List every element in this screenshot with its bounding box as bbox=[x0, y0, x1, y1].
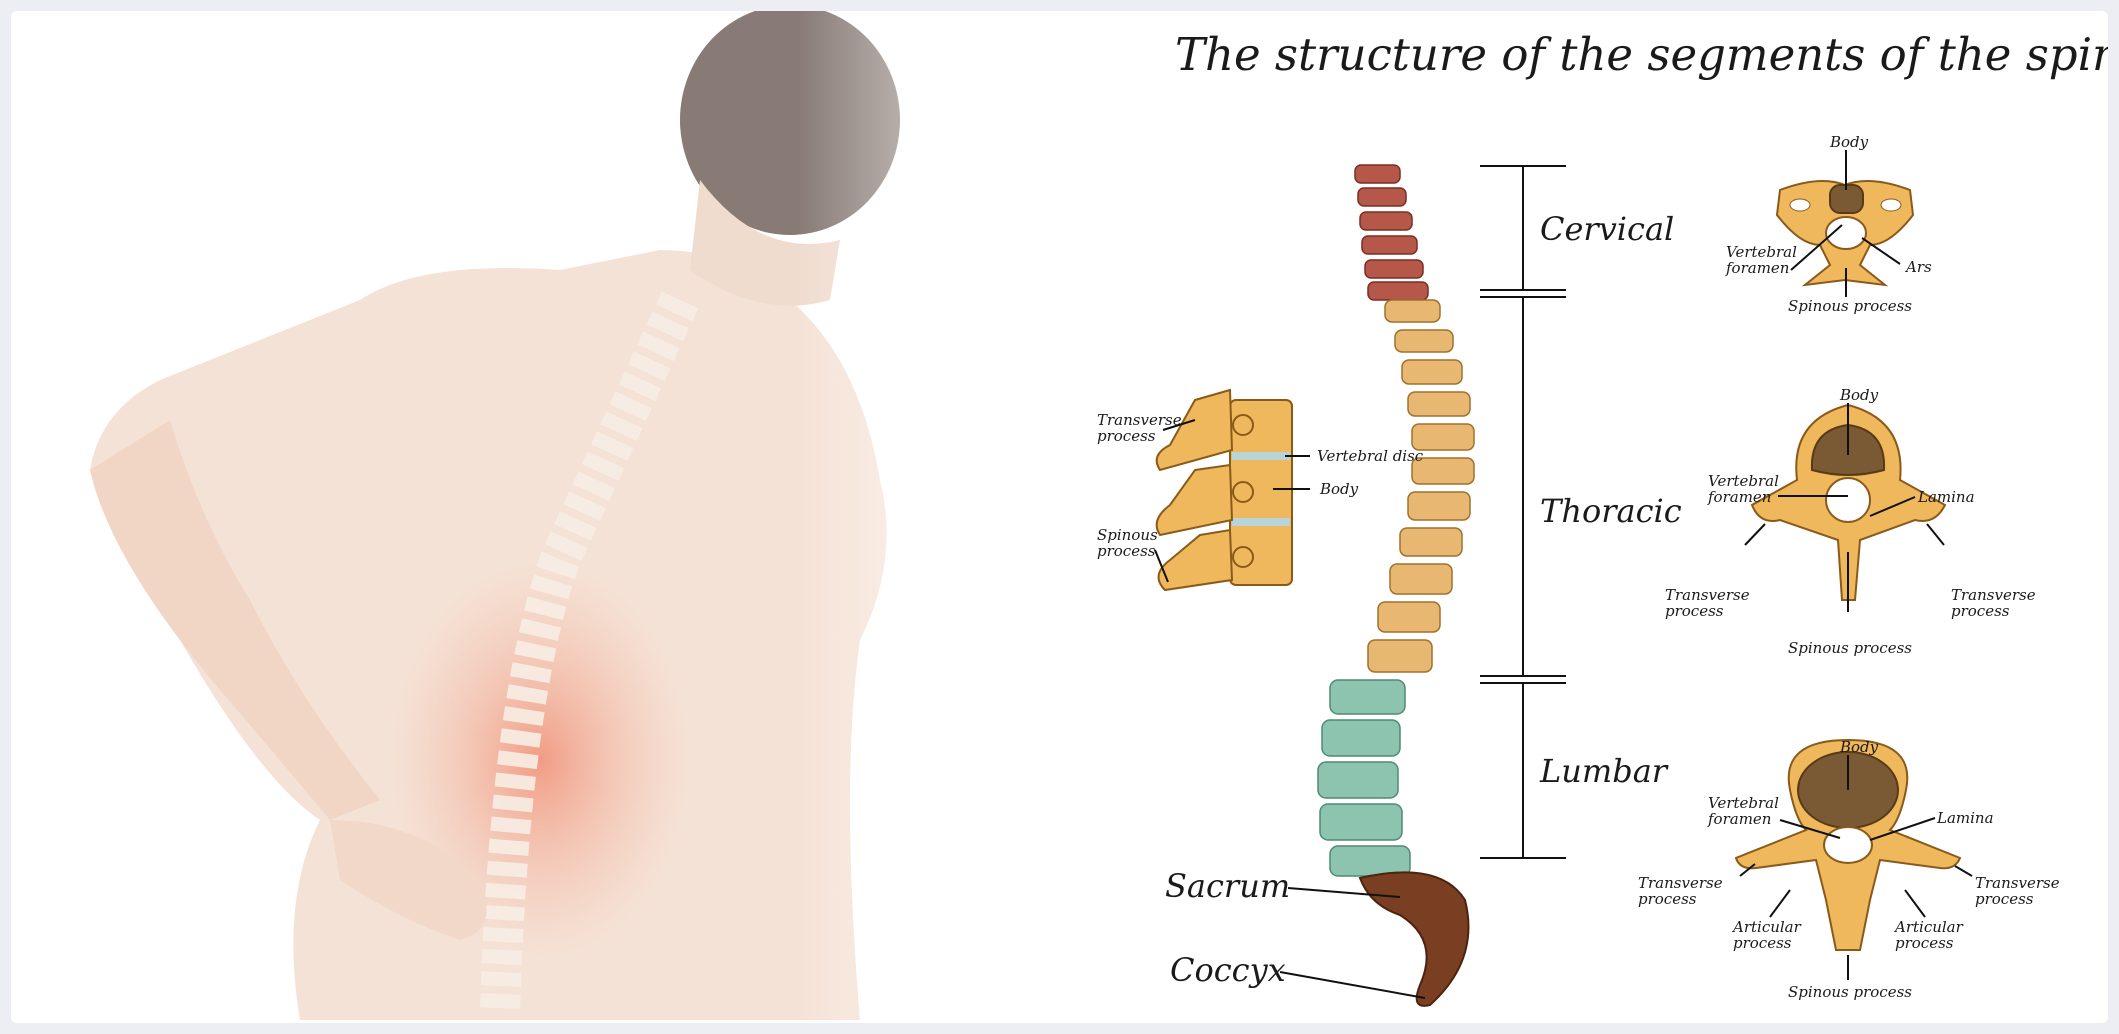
side-spinous-label-1: Spinous bbox=[1097, 526, 1158, 544]
cervical-foramen-label-1: Vertebral bbox=[1726, 243, 1797, 261]
cervical-vertebra-diagram bbox=[1775, 150, 1915, 297]
woman-back-illustration bbox=[11, 11, 1061, 1023]
sacrum-coccyx bbox=[1358, 871, 1470, 1007]
label-coccyx: Coccyx bbox=[1170, 951, 1286, 989]
lumbar-foramen-label-1: Vertebral bbox=[1708, 794, 1779, 812]
thoracic-lamina-label: Lamina bbox=[1917, 488, 1975, 506]
side-view-vertebrae bbox=[1154, 388, 1310, 592]
diagram-frame: The structure of the segments of the spi… bbox=[11, 11, 2108, 1023]
label-lumbar: Lumbar bbox=[1539, 752, 1669, 790]
lumbar-lamina-label: Lamina bbox=[1936, 809, 1994, 827]
spine-column bbox=[1317, 164, 1475, 1007]
thoracic-body-label: Body bbox=[1839, 386, 1879, 404]
cervical-vertebrae bbox=[1354, 164, 1429, 301]
label-cervical: Cervical bbox=[1540, 210, 1674, 248]
cervical-ars-label: Ars bbox=[1904, 258, 1932, 276]
spine-diagram: The structure of the segments of the spi… bbox=[11, 11, 2108, 1023]
lumbar-body-label: Body bbox=[1839, 738, 1879, 756]
cervical-foramen-label-2: foramen bbox=[1725, 259, 1789, 277]
lumbar-foramen-label-2: foramen bbox=[1707, 810, 1771, 828]
diagram-title: The structure of the segments of the spi… bbox=[1175, 28, 2108, 81]
cervical-body-label: Body bbox=[1829, 133, 1869, 151]
lumbar-spinous-label: Spinous process bbox=[1788, 983, 1912, 1001]
cervical-spinous-label: Spinous process bbox=[1788, 297, 1912, 315]
lumbar-articular-left-label-2: process bbox=[1733, 934, 1792, 952]
thoracic-spinous-label: Spinous process bbox=[1788, 639, 1912, 657]
side-transverse-label-2: process bbox=[1097, 427, 1156, 445]
lumbar-vertebrae bbox=[1317, 679, 1411, 877]
thoracic-transverse-right-label-1: Transverse bbox=[1951, 586, 2036, 604]
lumbar-transverse-left-label-2: process bbox=[1638, 890, 1697, 908]
side-body-label: Body bbox=[1319, 480, 1359, 498]
side-transverse-label-1: Transverse bbox=[1097, 411, 1182, 429]
thoracic-transverse-left-label-1: Transverse bbox=[1665, 586, 1750, 604]
segment-brackets bbox=[1279, 165, 1566, 999]
thoracic-vertebrae bbox=[1367, 299, 1475, 673]
lumbar-articular-left-label-1: Articular bbox=[1731, 918, 1802, 936]
lumbar-transverse-right-label-1: Transverse bbox=[1975, 874, 2060, 892]
side-spinous-label-2: process bbox=[1097, 542, 1156, 560]
lumbar-articular-right-label-1: Articular bbox=[1893, 918, 1964, 936]
label-thoracic: Thoracic bbox=[1540, 492, 1682, 530]
thoracic-transverse-left-label-2: process bbox=[1665, 602, 1724, 620]
thoracic-foramen-label-2: foramen bbox=[1707, 488, 1771, 506]
thoracic-vertebra-diagram bbox=[1744, 403, 1947, 612]
thoracic-transverse-right-label-2: process bbox=[1951, 602, 2010, 620]
side-disc-label: Vertebral disc bbox=[1317, 447, 1424, 465]
label-sacrum: Sacrum bbox=[1165, 867, 1290, 905]
lumbar-vertebra-diagram bbox=[1734, 738, 1973, 980]
thoracic-foramen-label-1: Vertebral bbox=[1708, 472, 1779, 490]
lumbar-transverse-right-label-2: process bbox=[1975, 890, 2034, 908]
lumbar-articular-right-label-2: process bbox=[1895, 934, 1954, 952]
lumbar-transverse-left-label-1: Transverse bbox=[1638, 874, 1723, 892]
